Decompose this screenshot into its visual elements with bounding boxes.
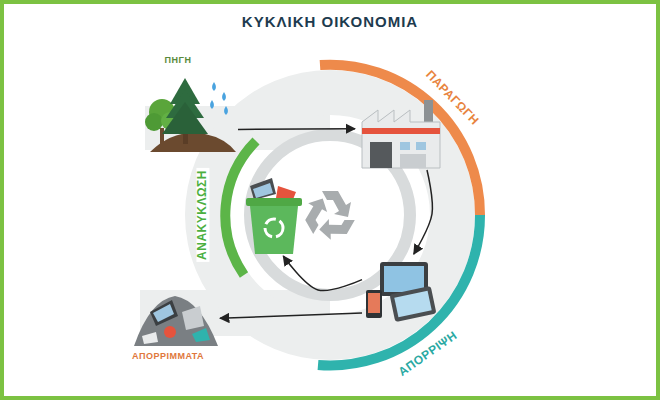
production-node: ΠΑΡΑΓΩΓΗ bbox=[355, 92, 445, 170]
source-trees bbox=[145, 78, 236, 152]
flow-arrow bbox=[220, 313, 362, 318]
devices bbox=[366, 262, 436, 322]
diagram-title: ΚΥΚΛΙΚΗ ΟΙΚΟΝΟΜΙΑ bbox=[0, 13, 660, 30]
flow-arrow bbox=[414, 170, 433, 254]
flow-arrow bbox=[238, 128, 355, 130]
source-node: ΠΗΓΗ bbox=[138, 54, 238, 156]
stage-label: ΑΝΑΚΥΚΛΩΣΗ bbox=[196, 168, 209, 262]
disposal-node: ΑΠΟΡΡΙΨΗ bbox=[362, 254, 436, 318]
stage-label: ΑΠΟΡΡΙΜΜΑΤΑ bbox=[130, 352, 206, 362]
stage-label: ΠΗΓΗ bbox=[163, 56, 194, 66]
grey-band bbox=[140, 70, 475, 360]
waste-pile bbox=[134, 296, 218, 346]
waste-node: ΑΠΟΡΡΙΜΜΑΤΑ bbox=[130, 282, 220, 348]
factory bbox=[362, 100, 440, 168]
flow-arrow bbox=[283, 256, 362, 291]
recycle-bin bbox=[246, 178, 302, 254]
recycling-node: ΑΝΑΚΥΚΛΩΣΗ bbox=[243, 178, 305, 256]
recycle-symbol bbox=[299, 191, 355, 245]
